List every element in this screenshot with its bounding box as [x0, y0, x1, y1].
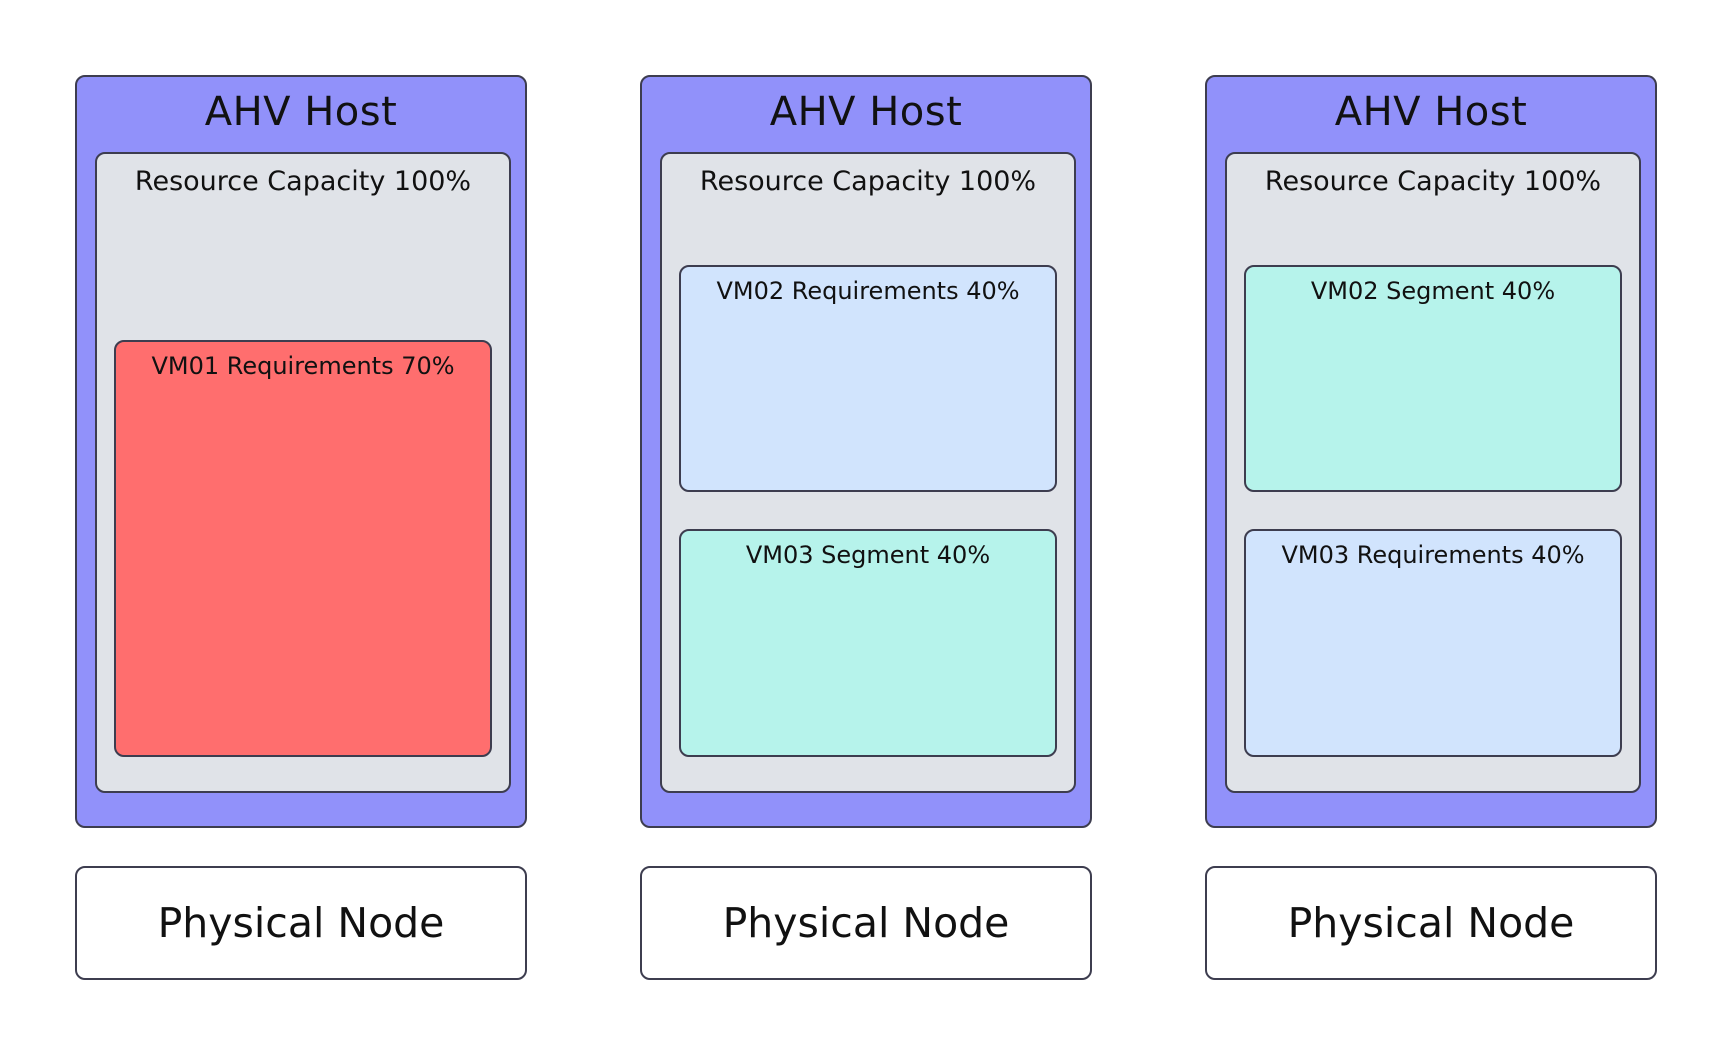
physical-node-label-3: Physical Node [1287, 899, 1575, 947]
vm03-segment-label: VM03 Segment 40% [745, 541, 991, 569]
physical-node-box-2: Physical Node [640, 866, 1092, 980]
physical-node-box-3: Physical Node [1205, 866, 1657, 980]
vm02-segment-label: VM02 Segment 40% [1310, 277, 1556, 305]
physical-node-label-2: Physical Node [722, 899, 1010, 947]
vm02-requirements-label: VM02 Requirements 40% [716, 277, 1020, 305]
vm03-requirements-box: VM03 Requirements 40% [1244, 529, 1622, 757]
host-column-1: AHV Host Resource Capacity 100% VM01 Req… [75, 75, 527, 980]
ahv-host-title-2: AHV Host [769, 89, 963, 135]
resource-capacity-box-3: Resource Capacity 100% VM02 Segment 40% … [1225, 152, 1641, 793]
ahv-host-box-2: AHV Host Resource Capacity 100% VM02 Req… [640, 75, 1092, 828]
vm03-requirements-label: VM03 Requirements 40% [1281, 541, 1585, 569]
vm02-requirements-box: VM02 Requirements 40% [679, 265, 1057, 492]
ahv-host-box-1: AHV Host Resource Capacity 100% VM01 Req… [75, 75, 527, 828]
physical-node-label-1: Physical Node [157, 899, 445, 947]
resource-capacity-label-1: Resource Capacity 100% [134, 166, 472, 197]
host-column-2: AHV Host Resource Capacity 100% VM02 Req… [640, 75, 1092, 980]
resource-capacity-label-2: Resource Capacity 100% [699, 166, 1037, 197]
ahv-host-title-1: AHV Host [204, 89, 398, 135]
vm01-requirements-label: VM01 Requirements 70% [151, 352, 455, 380]
vm01-requirements-box: VM01 Requirements 70% [114, 340, 492, 757]
host-column-3: AHV Host Resource Capacity 100% VM02 Seg… [1205, 75, 1657, 980]
resource-capacity-box-2: Resource Capacity 100% VM02 Requirements… [660, 152, 1076, 793]
physical-node-box-1: Physical Node [75, 866, 527, 980]
resource-capacity-label-3: Resource Capacity 100% [1264, 166, 1602, 197]
ahv-host-box-3: AHV Host Resource Capacity 100% VM02 Seg… [1205, 75, 1657, 828]
ahv-host-title-3: AHV Host [1334, 89, 1528, 135]
vm02-segment-box: VM02 Segment 40% [1244, 265, 1622, 492]
resource-capacity-box-1: Resource Capacity 100% VM01 Requirements… [95, 152, 511, 793]
vm03-segment-box: VM03 Segment 40% [679, 529, 1057, 757]
